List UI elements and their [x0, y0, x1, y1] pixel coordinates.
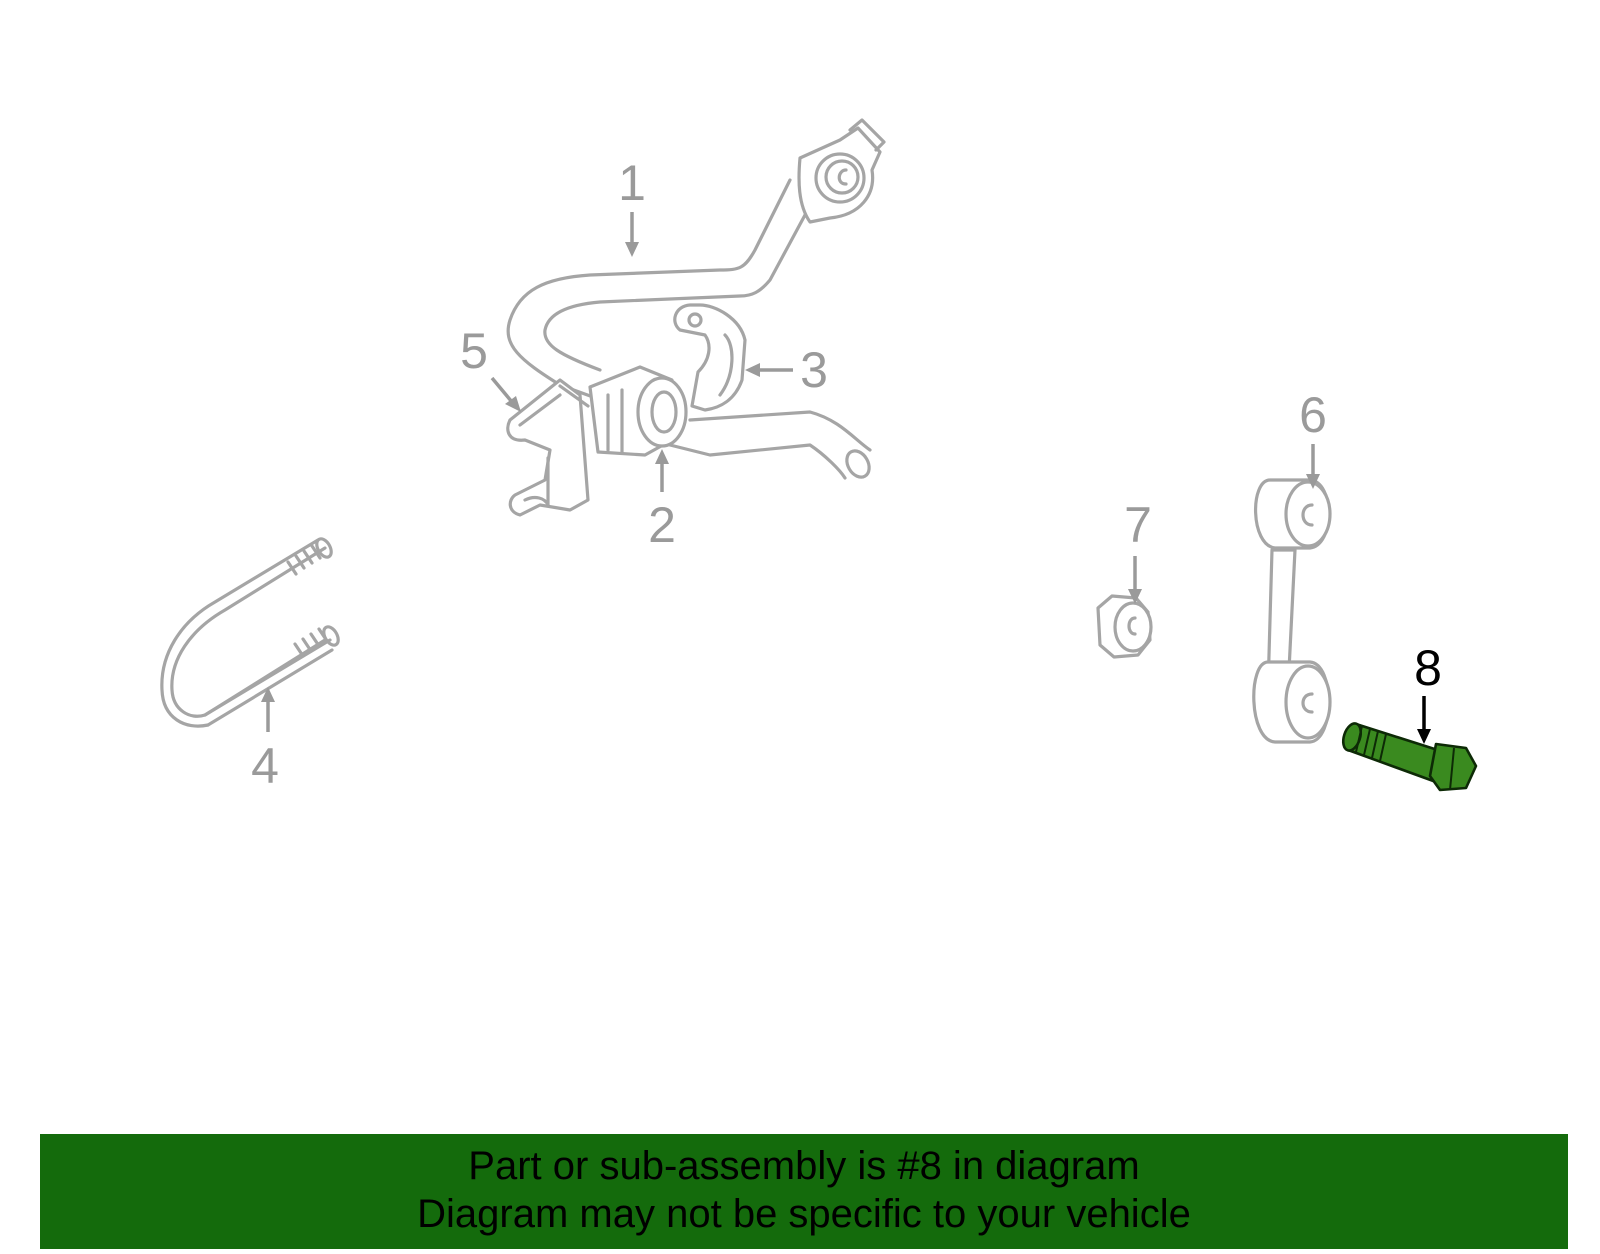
banner-line-disclaimer: Diagram may not be specific to your vehi…: [417, 1192, 1191, 1236]
part-8-bolt[interactable]: [1340, 721, 1478, 792]
callout-5-leader: [490, 376, 514, 404]
callout-5-number: 5: [460, 323, 488, 379]
callout-6-arrow: [1306, 474, 1320, 489]
callout-7-arrow: [1128, 589, 1142, 604]
callout-2: 2: [648, 449, 676, 553]
callout-7-number: 7: [1124, 497, 1152, 553]
callout-1-arrow: [625, 242, 639, 257]
callout-8-arrow: [1417, 729, 1431, 744]
part-info-banner: Part or sub-assembly is #8 in diagram Di…: [40, 1134, 1568, 1249]
callout-5-arrow: [505, 396, 521, 412]
part-6-stabilizer-link[interactable]: [1252, 478, 1332, 744]
callout-8-number: 8: [1414, 640, 1442, 696]
part-4-u-bolt[interactable]: [160, 536, 341, 728]
callout-8: 8: [1414, 640, 1442, 744]
part-1-stabilizer-bar[interactable]: [506, 118, 886, 481]
part-3-clamp[interactable]: [673, 303, 747, 412]
callout-3-number: 3: [800, 342, 828, 398]
callout-6: 6: [1299, 387, 1327, 489]
callout-5: 5: [460, 323, 521, 412]
callout-4: 4: [251, 687, 279, 794]
callout-3: 3: [745, 342, 828, 398]
part-2-bushing[interactable]: [588, 365, 688, 457]
callout-7: 7: [1124, 497, 1152, 604]
callout-4-arrow: [261, 687, 275, 702]
callout-3-arrow: [745, 363, 760, 377]
callout-2-number: 2: [648, 497, 676, 553]
callout-1: 1: [618, 155, 646, 257]
part-7-nut[interactable]: [1096, 594, 1153, 659]
banner-line-part-number: Part or sub-assembly is #8 in diagram: [468, 1144, 1140, 1188]
part-5-bracket[interactable]: [506, 378, 590, 517]
callout-2-arrow: [655, 449, 669, 464]
callout-6-number: 6: [1299, 387, 1327, 443]
callout-4-number: 4: [251, 738, 279, 794]
callout-1-number: 1: [618, 155, 646, 211]
